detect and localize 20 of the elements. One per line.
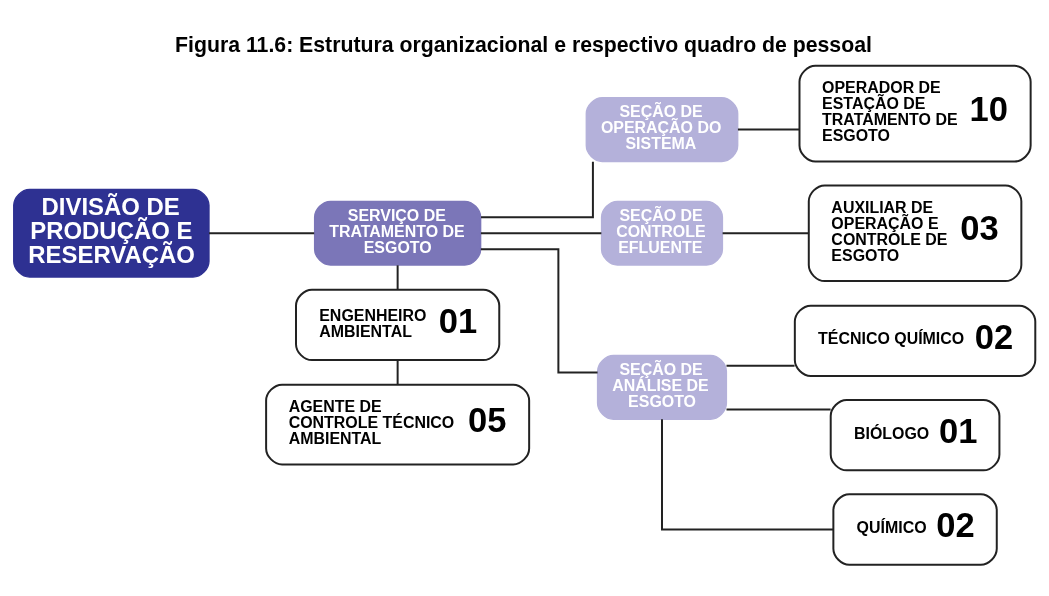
connector (661, 418, 835, 531)
connector (208, 232, 316, 235)
node-box: QUÍMICO 02 (832, 493, 998, 566)
node-box: SEÇÃO DE CONTROLE EFLUENTE (600, 200, 724, 266)
diagram-title: Figura 11.6: Estrutura organizacional e respectivo quadro de pessoal (175, 33, 872, 58)
connector (396, 359, 399, 386)
connector (725, 408, 832, 411)
connector (480, 160, 594, 219)
connector (725, 364, 796, 367)
node-box: TÉCNICO QUÍMICO 02 (793, 304, 1037, 378)
connector (396, 264, 399, 291)
connector (479, 232, 603, 235)
node-box: DIVISÃO DE PRODUÇÃO E RESERVAÇÃO (13, 188, 210, 278)
node-box: SERVIÇO DE TRATAMENTO DE ESGOTO (313, 200, 482, 266)
node-box: SEÇÃO DE OPERAÇÃO DO SISTEMA (585, 97, 739, 163)
node-box: BIÓLOGO 01 (829, 398, 1001, 472)
connector (721, 232, 810, 235)
connector (736, 128, 801, 131)
connector (479, 248, 599, 374)
node-box: SEÇÃO DE ANÁLISE DE ESGOTO (596, 354, 728, 420)
